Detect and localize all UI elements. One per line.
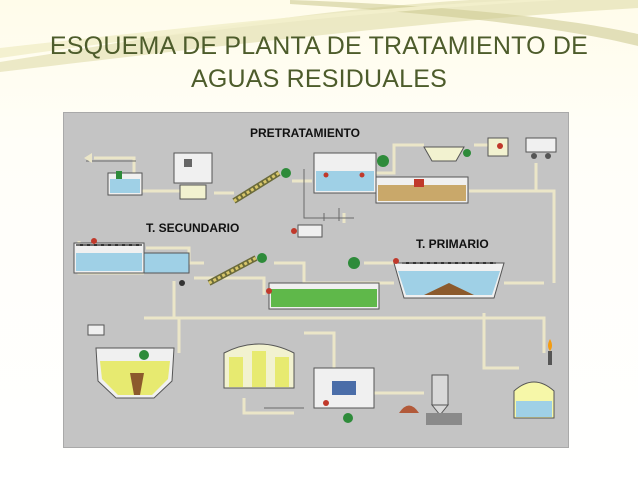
- screw-conveyor-2: [207, 253, 267, 286]
- title-line-1: ESQUEMA DE PLANTA DE TRATAMIENTO DE: [49, 32, 589, 60]
- screening-unit: [173, 152, 213, 200]
- label-t-secundario: T. SECUNDARIO: [146, 221, 240, 235]
- title-line-2: AGUAS RESIDUALES: [190, 65, 448, 93]
- sludge-silo: [399, 374, 462, 425]
- label-t-primario: T. PRIMARIO: [416, 237, 489, 251]
- secondary-treatment-unit: [73, 238, 190, 286]
- anaerobic-digester: [223, 343, 295, 389]
- decorative-swoosh: [0, 0, 638, 72]
- label-pretratamiento: PRETRATAMIENTO: [250, 126, 360, 140]
- thin-lines: [86, 160, 354, 409]
- blower-unit: [291, 224, 323, 238]
- dewatering-unit: [313, 367, 375, 423]
- sludge-thickener-top: [423, 137, 557, 162]
- treatment-plant-diagram: PRETRATAMIENTO T. SECUNDARIO T. PRIMARIO: [63, 112, 569, 448]
- gas-flare: [548, 339, 552, 365]
- aeration-tank: [266, 257, 380, 310]
- gas-holder: [513, 381, 555, 419]
- plant-schematic: [73, 137, 557, 425]
- sludge-thickener: [87, 324, 175, 399]
- degreaser-tank: [375, 176, 469, 204]
- intake-structure: [107, 171, 143, 196]
- screw-conveyor-1: [232, 168, 291, 204]
- grit-chamber: [313, 152, 389, 194]
- outflow-arrow: [84, 153, 92, 163]
- primary-clarifier: [393, 258, 505, 299]
- slide-title: ESQUEMA DE PLANTA DE TRATAMIENTO DE AGUA…: [0, 30, 638, 96]
